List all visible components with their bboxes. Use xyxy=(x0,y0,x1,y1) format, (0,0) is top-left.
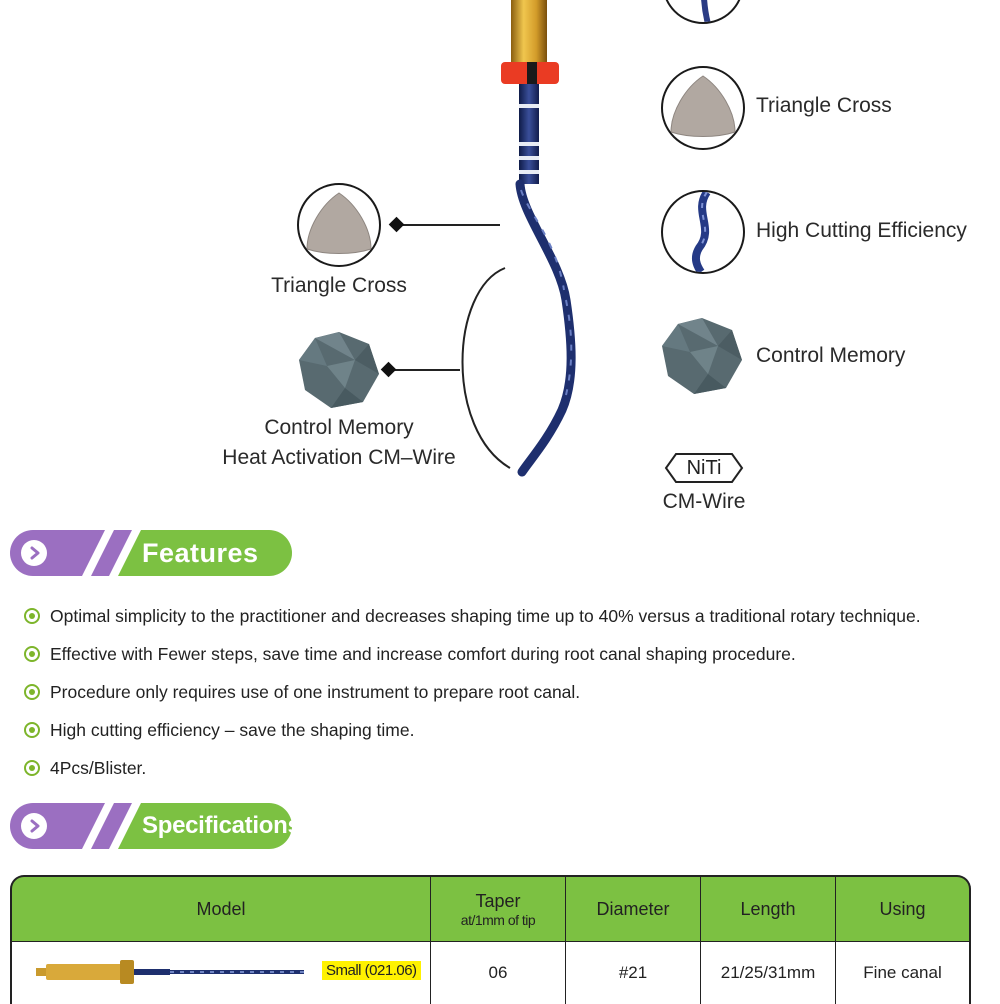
list-item: Procedure only requires use of one instr… xyxy=(24,673,921,711)
banner-shape xyxy=(10,803,292,849)
triangle-cross-circle-left xyxy=(297,183,381,267)
niti-hexagon-icon xyxy=(664,453,744,483)
file-handle xyxy=(511,0,547,64)
bullet-icon xyxy=(24,760,40,776)
cell-model: Small (021.06) xyxy=(10,942,431,1004)
triangle-cross-circle-right xyxy=(661,66,745,150)
banner-shape xyxy=(10,530,292,576)
triangle-cross-icon xyxy=(670,75,736,137)
specifications-banner: Specifications xyxy=(10,803,301,849)
file-thumbnail-icon xyxy=(36,960,304,984)
list-item: Effective with Fewer steps, save time an… xyxy=(24,635,921,673)
header-diameter: Diameter xyxy=(566,875,701,942)
niti-caption: CM-Wire xyxy=(662,490,746,513)
twist-icon xyxy=(701,0,711,22)
list-item: Optimal simplicity to the practitioner a… xyxy=(24,597,921,635)
product-diagram: Triangle Cross High Cutting Efficiency C… xyxy=(222,0,967,513)
file-working-part xyxy=(515,179,576,477)
bullet-icon xyxy=(24,646,40,662)
control-memory-icon-right xyxy=(662,318,742,394)
header-using: Using xyxy=(836,875,971,942)
specifications-title: Specifications xyxy=(142,812,301,839)
endo-file-illustration xyxy=(380,0,576,477)
bullet-icon xyxy=(24,684,40,700)
features-list: Optimal simplicity to the practitioner a… xyxy=(24,597,921,787)
label-control-memory-right: Control Memory xyxy=(756,344,906,367)
label-high-cutting: High Cutting Efficiency xyxy=(756,219,967,242)
header-taper: Taper at/1mm of tip xyxy=(431,875,566,942)
bullet-icon xyxy=(24,722,40,738)
label-heat-activation: Heat Activation CM–Wire xyxy=(222,446,456,469)
cell-taper: 06 xyxy=(431,942,566,1004)
table-row: Small (021.06) 06 #21 21/25/31mm Fine ca… xyxy=(10,942,971,1004)
twisted-blade-icon xyxy=(691,192,711,272)
features-title: Features xyxy=(142,538,259,568)
label-triangle-cross-right: Triangle Cross xyxy=(756,94,892,117)
specifications-table: Model Taper at/1mm of tip Diameter Lengt… xyxy=(10,875,971,1004)
header-model: Model xyxy=(10,875,431,942)
cell-diameter: #21 xyxy=(566,942,701,1004)
list-item: 4Pcs/Blister. xyxy=(24,749,921,787)
control-memory-icon-left xyxy=(299,332,379,408)
bullet-icon xyxy=(24,608,40,624)
label-control-memory-left: Control Memory xyxy=(264,416,414,439)
niti-badge: NiTi xyxy=(664,452,744,489)
high-cutting-circle xyxy=(661,190,745,274)
cell-length: 21/25/31mm xyxy=(701,942,836,1004)
niti-badge-text: NiTi xyxy=(686,457,722,479)
triangle-cross-icon xyxy=(306,192,372,254)
bracket-arc xyxy=(461,267,511,469)
list-item: High cutting efficiency – save the shapi… xyxy=(24,711,921,749)
header-length: Length xyxy=(701,875,836,942)
chevron-right-icon xyxy=(30,546,40,560)
label-triangle-cross-left: Triangle Cross xyxy=(271,274,407,297)
model-badge: Small (021.06) xyxy=(322,961,421,980)
table-header-row: Model Taper at/1mm of tip Diameter Lengt… xyxy=(10,875,971,942)
cell-using: Fine canal xyxy=(836,942,971,1004)
header-taper-sub: at/1mm of tip xyxy=(460,911,536,928)
chevron-right-icon xyxy=(30,819,40,833)
features-banner: Features xyxy=(10,530,292,576)
file-shank xyxy=(519,84,539,184)
